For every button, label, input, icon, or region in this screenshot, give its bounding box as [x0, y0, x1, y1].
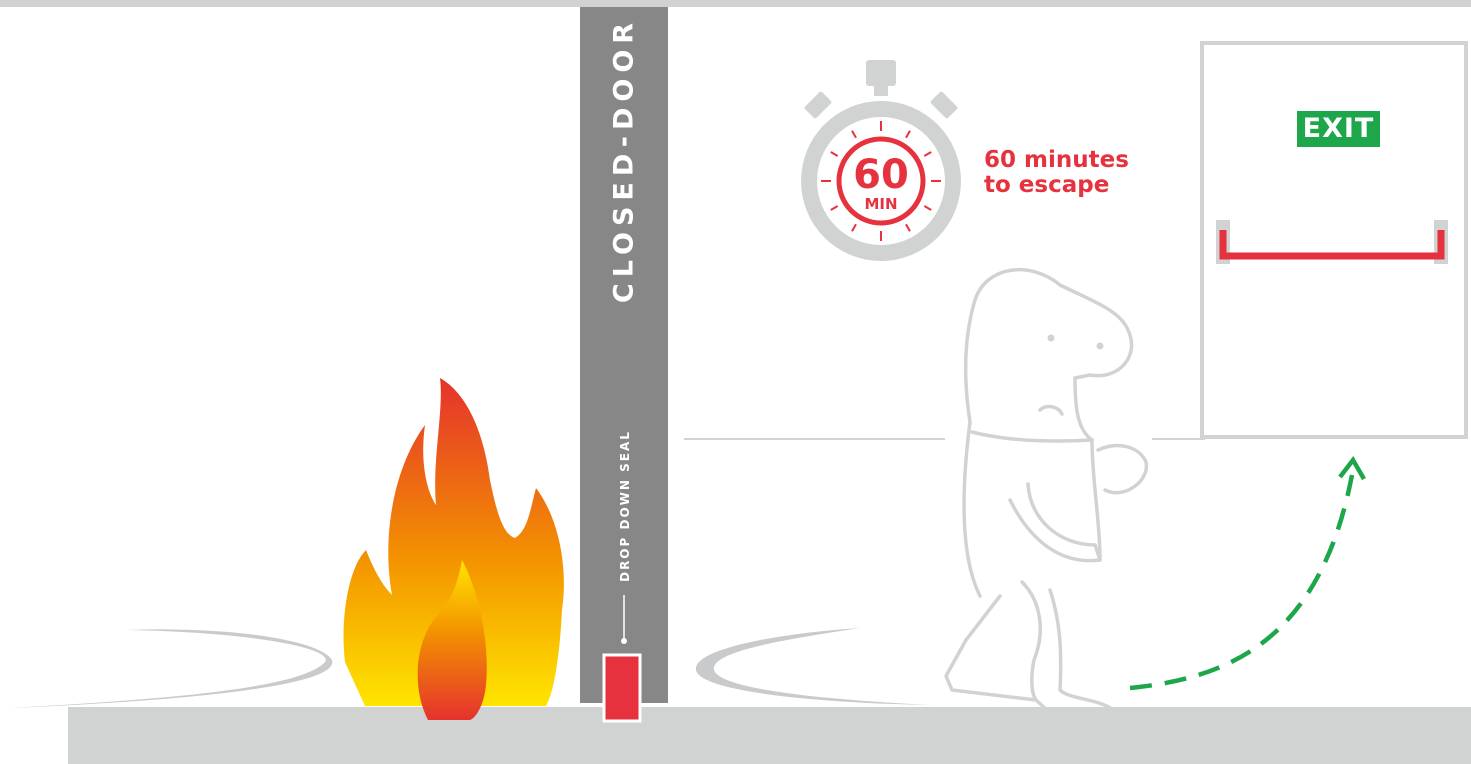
timer-value: 60: [853, 155, 909, 195]
escape-caption: 60 minutes to escape: [984, 148, 1129, 198]
exit-door: [1202, 43, 1466, 437]
person-figure: [946, 270, 1146, 722]
drop-down-seal-label: DROP DOWN SEAL: [618, 430, 632, 582]
smoke-swirl-right: [696, 628, 930, 705]
drop-down-seal: [604, 655, 640, 721]
person-eye-left: [1048, 335, 1055, 342]
smoke-swirl-left: [10, 629, 332, 708]
escape-arrow-path: [1130, 475, 1352, 688]
timer-unit: MIN: [864, 196, 897, 212]
person-eye-right: [1097, 343, 1104, 350]
escape-caption-line-2: to escape: [984, 173, 1129, 198]
seal-pointer-dot: [621, 638, 627, 644]
exit-sign: EXIT: [1297, 111, 1380, 147]
closed-door-label: CLOSED-DOOR: [609, 17, 640, 303]
escape-caption-line-1: 60 minutes: [984, 148, 1129, 173]
